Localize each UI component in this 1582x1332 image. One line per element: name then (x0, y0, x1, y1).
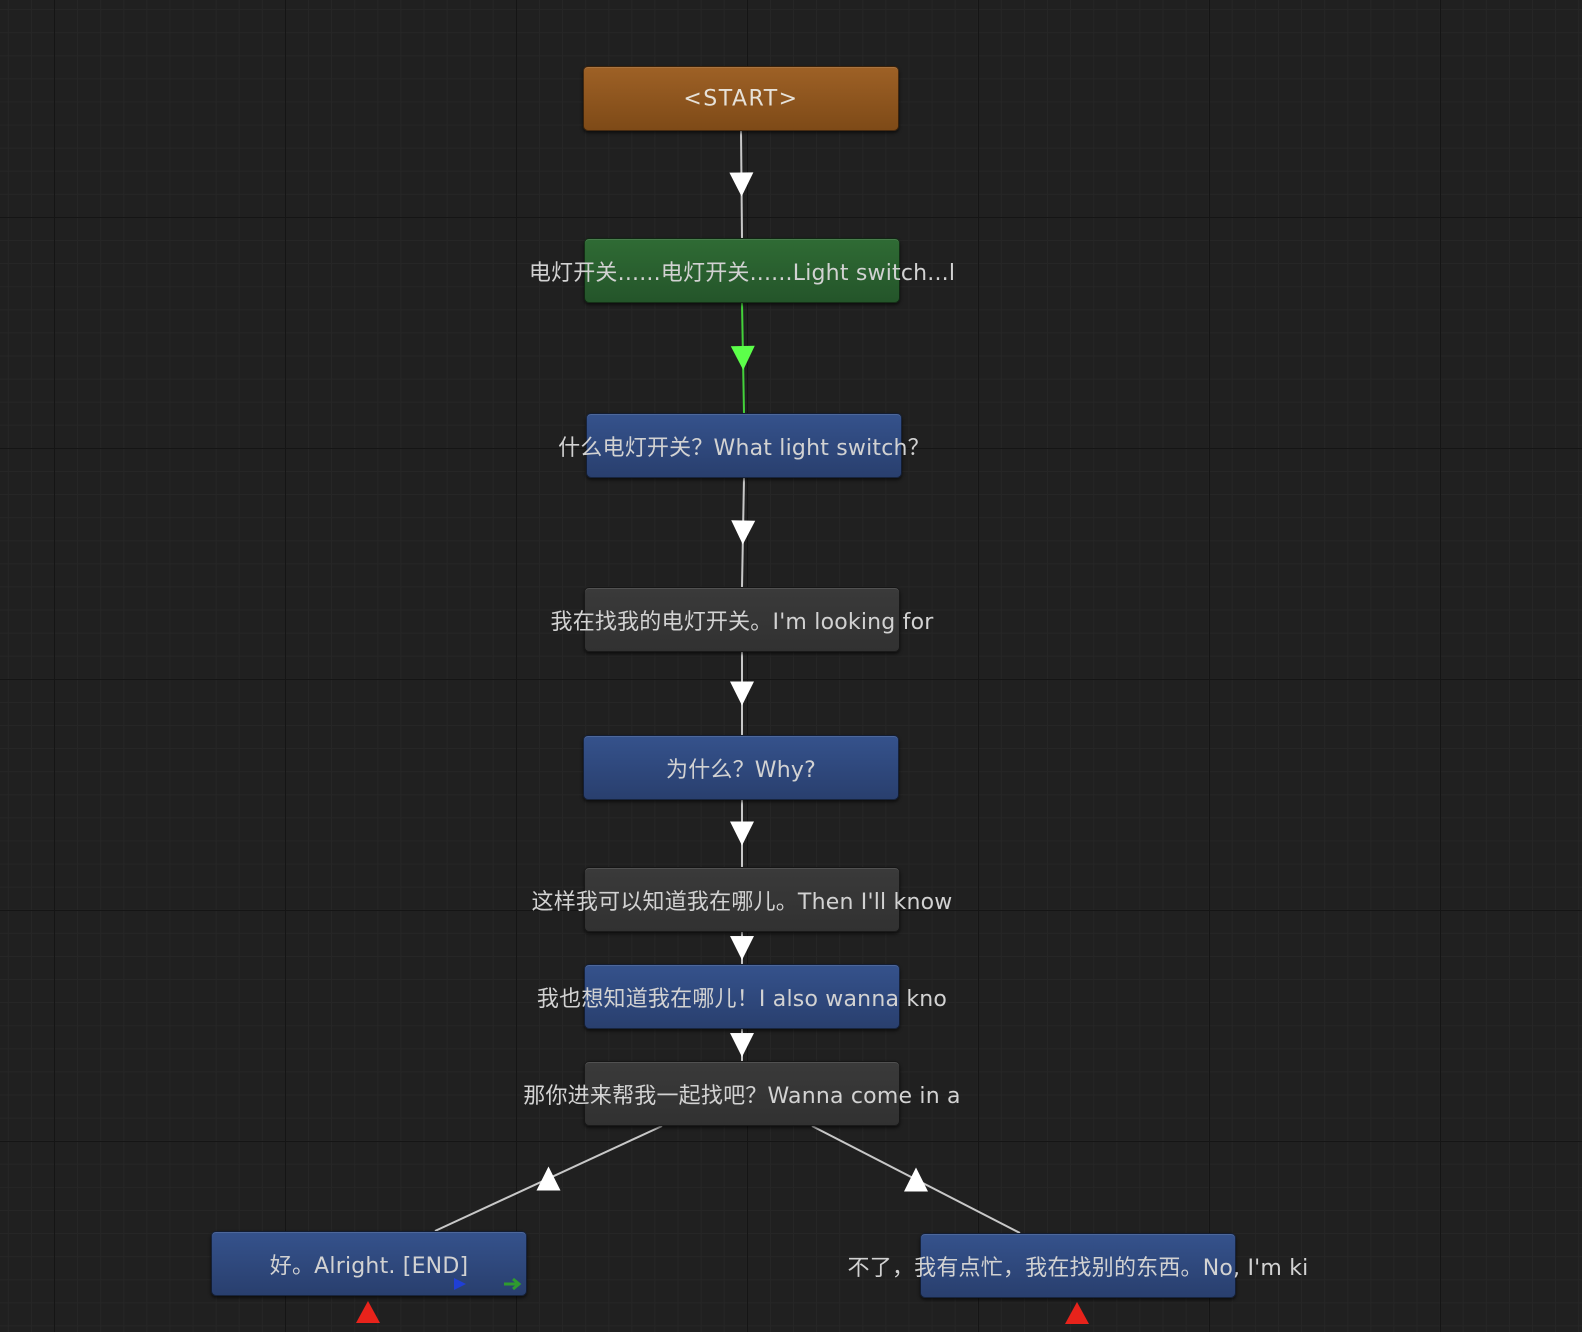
edge-arrow-icon (730, 936, 754, 960)
node-dialogue-3[interactable]: 我在找我的电灯开关。I'm looking for (551, 587, 933, 652)
edge-arrow-icon (730, 821, 754, 846)
edge-arrow-icon (904, 1167, 928, 1192)
node-dialogue-4[interactable]: 为什么？Why? (583, 735, 899, 800)
edge-arrow-icon (730, 1033, 754, 1057)
node-label: 好。Alright. [END] (269, 1253, 469, 1279)
node-label: 什么电灯开关？What light switch？ (558, 435, 930, 461)
play-triangle-icon[interactable] (452, 1277, 468, 1291)
edge-arrow-icon (730, 681, 754, 706)
edge-arrow-icon (536, 1166, 561, 1191)
node-dialogue-6[interactable]: 我也想知道我在哪儿！I also wanna kno (537, 964, 947, 1029)
node-label: 不了，我有点忙，我在找别的东西。No, I'm ki (847, 1255, 1309, 1281)
node-dialogue-8[interactable]: 好。Alright. [END] (211, 1231, 527, 1296)
node-dialogue-5[interactable]: 这样我可以知道我在哪儿。Then I'll know (532, 867, 952, 932)
node-label: 电灯开关......电灯开关......Light switch...l (528, 260, 956, 286)
node-dialogue-7[interactable]: 那你进来帮我一起找吧？Wanna come in a (523, 1061, 961, 1126)
edge-arrow-icon (731, 520, 756, 545)
node-label: 为什么？Why? (666, 757, 816, 783)
node-label: 我在找我的电灯开关。I'm looking for (550, 609, 934, 635)
exit-triangle-icon[interactable] (356, 1301, 380, 1323)
exit-triangle-icon[interactable] (1065, 1302, 1089, 1324)
node-dialogue-2[interactable]: 什么电灯开关？What light switch？ (558, 413, 930, 478)
node-dialogue-1[interactable]: 电灯开关......电灯开关......Light switch...l (529, 238, 955, 303)
node-label: 那你进来帮我一起找吧？Wanna come in a (523, 1083, 961, 1109)
node-label: <START> (683, 86, 799, 111)
node-start[interactable]: <START> (583, 66, 899, 131)
edge-arrow-icon (729, 172, 754, 197)
node-label: 我也想知道我在哪儿！I also wanna kno (536, 986, 948, 1012)
node-label: 这样我可以知道我在哪儿。Then I'll know (531, 889, 953, 915)
right-arrow-icon[interactable] (502, 1277, 524, 1291)
edge-arrow-icon (730, 345, 755, 370)
node-dialogue-9[interactable]: 不了，我有点忙，我在找别的东西。No, I'm ki (848, 1233, 1308, 1298)
